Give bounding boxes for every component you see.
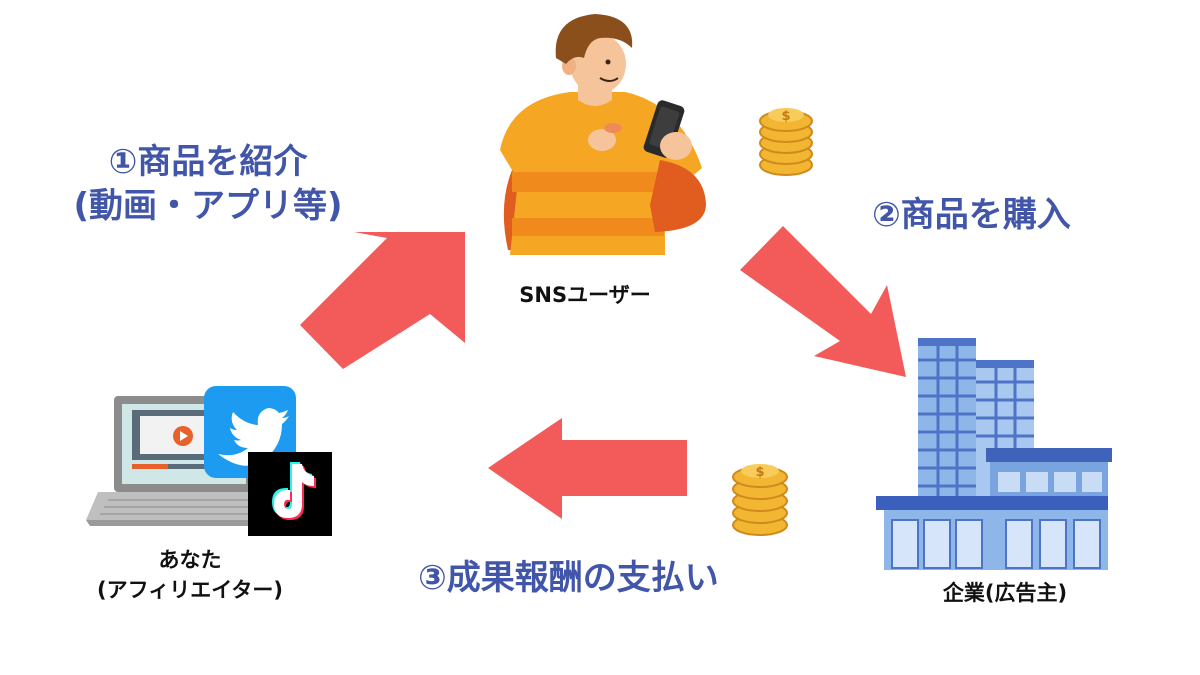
affiliate-caption-line2: (アフィリエイター)	[97, 578, 283, 602]
affiliate-caption: あなた (アフィリエイター)	[40, 545, 340, 605]
sns-user-caption: SNSユーザー	[519, 283, 651, 307]
arrow-to-company	[740, 226, 906, 377]
arrow-to-user	[300, 232, 465, 369]
arrow-to-you	[488, 418, 687, 519]
step-purchase-label: ②商品を購入	[872, 195, 1071, 235]
laptop-video-icon	[86, 396, 282, 526]
coin-stack-icon: $	[732, 464, 788, 536]
company-caption: 企業(広告主)	[942, 581, 1068, 605]
step-introduce-line1: ①商品を紹介	[108, 142, 308, 182]
person-with-phone-icon	[500, 14, 706, 255]
svg-text:$: $	[755, 465, 764, 480]
office-building-icon	[876, 338, 1112, 570]
tiktok-note-icon	[248, 452, 332, 536]
coin-stack-icon: $	[759, 108, 813, 176]
svg-text:$: $	[781, 109, 790, 124]
step-payment-label: ③成果報酬の支払い	[418, 558, 719, 598]
step-introduce-line2: (動画・アプリ等)	[73, 186, 343, 226]
step-introduce-label: ①商品を紹介 (動画・アプリ等)	[58, 140, 358, 228]
affiliate-caption-line1: あなた	[158, 548, 222, 572]
